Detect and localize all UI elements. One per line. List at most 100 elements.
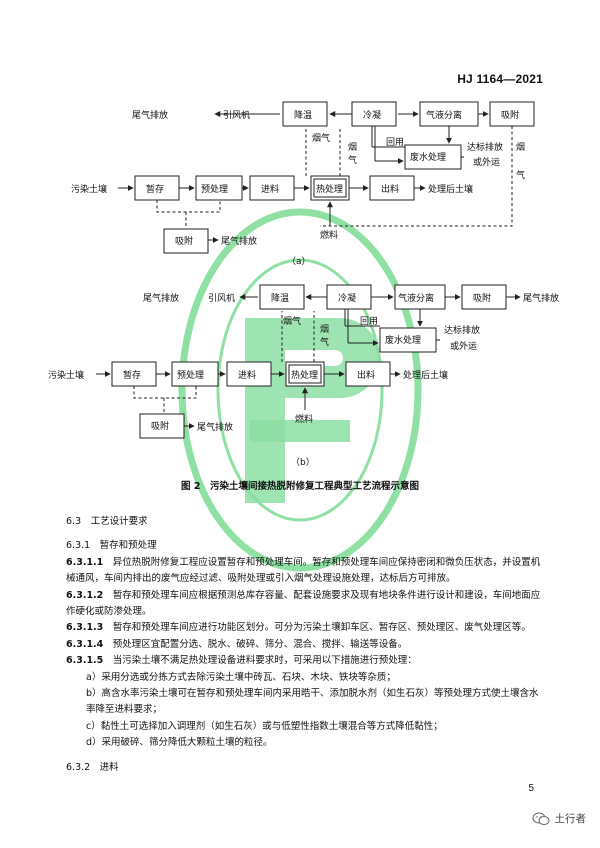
a-exhaust-bottom: 尾气排放 [221, 235, 257, 247]
page-number: 5 [528, 783, 534, 794]
a-adsorb-bottom-box [163, 228, 209, 254]
b-adsorb-bottom: 吸附 [151, 420, 169, 432]
a-gasliq: 气液分离 [426, 109, 462, 121]
a-waste: 废水处理 [410, 151, 446, 163]
a-exhaust-top: 尾气排放 [132, 109, 168, 121]
b-discharge1: 达标排放 [444, 324, 480, 336]
section-6-3-2: 6.3.2 进料 [66, 761, 119, 773]
a-storage-box [134, 175, 180, 201]
a-discharge2: 或外运 [473, 156, 500, 168]
b-out: 出料 [357, 369, 375, 381]
b-discharge2: 或外运 [450, 340, 477, 352]
b-flue1: 烟气 [283, 315, 301, 327]
para-text: 暂存和预处理车间应根据预测总库存容量、配套设施要求及现有地块条件进行设计和建设，… [66, 589, 541, 618]
a-cool: 降温 [294, 109, 312, 121]
a-discharge1: 达标排放 [467, 141, 503, 153]
b-thermal-inner [288, 364, 322, 384]
a-thermal-inner [313, 178, 347, 198]
a-adsorb-bottom: 吸附 [175, 235, 193, 247]
b-feed: 进料 [238, 369, 256, 381]
a-pre-box [195, 175, 243, 201]
a-adsorb-top: 吸附 [501, 109, 519, 121]
b-adsorb-bottom-box [139, 413, 185, 439]
a-condense: 冷凝 [363, 109, 381, 121]
section-6-3: 6.3 工艺设计要求 [66, 516, 148, 527]
b-flue2a: 烟 [320, 323, 329, 335]
a-storage: 暂存 [146, 183, 164, 195]
figure-caption: 图 2 污染土壤间接热脱附修复工程典型工艺流程示意图 [181, 481, 419, 492]
b-fuel: 燃料 [295, 413, 313, 425]
para-6-3-1-1: 6.3.1.1 异位热脱附修复工程应设置暂存和预处理车间。暂存和预处理车间应保持… [66, 555, 544, 588]
list-item-a: a）采用分选或分拣方式去除污染土壤中砖瓦、石块、木块、铁块等杂质； [86, 671, 396, 683]
para-number: 6.3.1.4 [66, 638, 104, 650]
wechat-watermark: 土行者 [532, 811, 587, 826]
a-feed: 进料 [261, 183, 279, 195]
b-waste: 废水处理 [385, 334, 421, 346]
a-flue1: 烟气 [312, 132, 330, 144]
list-item-d: d）采用破碎、筛分降低大颗粒土壤的粒径。 [86, 737, 273, 749]
b-storage-box [111, 361, 157, 387]
b-adsorb-top: 吸附 [473, 292, 491, 304]
body-text: 6.3 工艺设计要求 6.3.1 暂存和预处理 6.3.1.1 异位热脱附修复工… [66, 514, 544, 776]
para-text: 异位热脱附修复工程应设置暂存和预处理车间。暂存和预处理车间应保持密闭和微负压状态… [66, 556, 541, 585]
a-thermal: 热处理 [316, 183, 343, 195]
para-text: 预处理区宜配置分选、脱水、破碎、筛分、混合、搅拌、输送等设备。 [112, 638, 408, 650]
a-feed-box [249, 175, 295, 201]
b-treated: 处理后土壤 [403, 369, 448, 381]
wechat-icon [532, 812, 549, 825]
b-return: 回用 [360, 316, 378, 327]
para-text: 当污染土壤不满足热处理设备进料要求时，可采用以下措施进行预处理： [112, 655, 417, 667]
para-6-3-1-5: 6.3.1.5 当污染土壤不满足热处理设备进料要求时，可采用以下措施进行预处理： [66, 653, 544, 669]
watermark-text: 土行者 [554, 813, 587, 825]
a-flue2a: 烟 [348, 141, 357, 153]
a-treated: 处理后土壤 [428, 183, 473, 195]
a-condense-box [351, 101, 397, 127]
para-number: 6.3.1.2 [66, 589, 104, 601]
para-number: 6.3.1.1 [66, 556, 104, 568]
b-storage: 暂存 [123, 369, 141, 381]
a-fan: 引风机 [223, 109, 250, 121]
a-out: 出料 [381, 183, 399, 195]
a-flue2b: 气 [348, 154, 357, 166]
para-text: 暂存和预处理车间应进行功能区划分。可分为污染土壤卸车区、暂存区、预处理区、废气处… [112, 622, 531, 634]
b-thermal: 热处理 [291, 369, 318, 381]
a-pre: 预处理 [201, 183, 228, 195]
b-condense: 冷凝 [338, 292, 356, 304]
a-label: （a） [287, 256, 311, 267]
diagram-a: 尾气排放 引风机 降温 冷凝 气液分离 吸附 回用 废水处理 达标排放 或外运 [71, 101, 535, 267]
b-waste-box [379, 327, 437, 353]
a-fuel: 燃料 [320, 229, 338, 241]
para-number: 6.3.1.3 [66, 622, 104, 634]
b-fan: 引风机 [208, 292, 235, 304]
b-feed-box [226, 361, 272, 387]
para-6-3-1-2: 6.3.1.2 暂存和预处理车间应根据预测总库存容量、配套设施要求及现有地块条件… [66, 588, 544, 621]
list-item-c: c）黏性土可选择加入调理剂（如生石灰）或与低塑性指数土壤混合等方式降低黏性； [86, 720, 443, 732]
section-6-3-1: 6.3.1 暂存和预处理 [66, 540, 157, 552]
standard-code: HJ 1164—2021 [457, 72, 543, 86]
para-number: 6.3.1.5 [66, 655, 104, 667]
b-pre: 预处理 [177, 369, 204, 381]
a-flue3b: 气 [516, 169, 525, 181]
list-item-b: b）高含水率污染土壤可在暂存和预处理车间内采用晧干、添加脱水剂（如生石灰）等预处… [86, 688, 539, 716]
b-cool: 降温 [271, 292, 289, 304]
b-flue2b: 气 [320, 336, 329, 348]
a-return: 回用 [386, 137, 404, 148]
b-exhaust-top: 尾气排放 [143, 292, 179, 304]
a-out-box [369, 175, 415, 201]
para-6-3-1-3: 6.3.1.3 暂存和预处理车间应进行功能区划分。可分为污染土壤卸车区、暂存区、… [66, 620, 544, 636]
b-gasliq: 气液分离 [398, 292, 434, 304]
b-exhaust-bottom: 尾气排放 [197, 421, 233, 433]
para-6-3-1-4: 6.3.1.4 预处理区宜配置分选、脱水、破碎、筛分、混合、搅拌、输送等设备。 [66, 637, 544, 653]
b-gasliq-box [394, 284, 446, 310]
b-out-box [345, 361, 391, 387]
a-cool-box [282, 101, 328, 127]
a-flue3a: 烟 [516, 141, 525, 153]
b-condense-box [326, 284, 372, 310]
b-soil: 污染土壤 [48, 369, 84, 381]
diagram-b: 尾气排放 引风机 降温 冷凝 气液分离 吸附 尾气排放 回用 废水处理 [48, 284, 559, 468]
b-cool-box [259, 284, 305, 310]
a-adsorb-top-box [489, 101, 535, 127]
b-exhaust-right: 尾气排放 [523, 292, 559, 304]
a-soil: 污染土壤 [71, 183, 107, 195]
